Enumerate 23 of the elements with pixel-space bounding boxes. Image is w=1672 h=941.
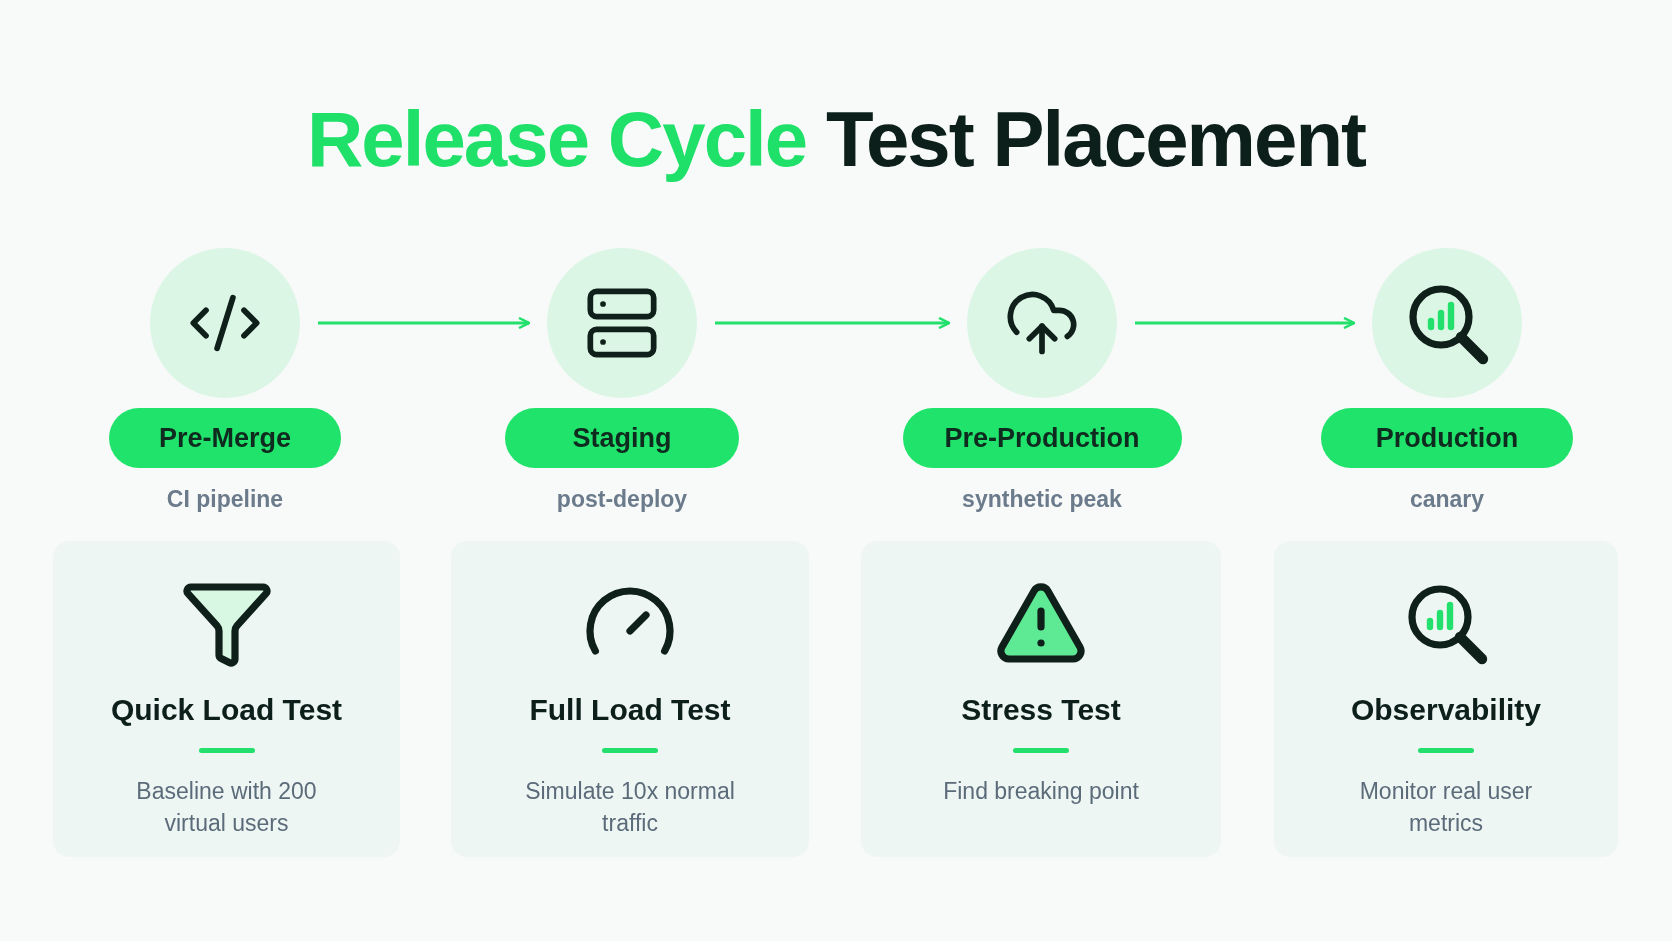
- stage-caption: canary: [1408, 485, 1486, 514]
- stage-pill: Production: [1321, 408, 1573, 468]
- stage-pill: Pre-Merge: [109, 408, 341, 468]
- test-card: [1274, 541, 1618, 857]
- stage-caption: synthetic peak: [961, 485, 1123, 514]
- arrow: [318, 316, 531, 330]
- test-card: [861, 541, 1221, 857]
- card-title: Quick Load Test: [110, 692, 343, 728]
- card-title: Full Load Test: [529, 692, 731, 728]
- test-card: [53, 541, 400, 857]
- card-title: Observability: [1350, 692, 1542, 728]
- card-description: Simulate 10x normal traffic: [524, 777, 736, 838]
- arrow: [715, 316, 951, 330]
- stage-pill: Pre-Production: [902, 408, 1182, 468]
- card-description: Baseline with 200 virtual users: [135, 777, 318, 838]
- stage-pill: Staging: [505, 408, 739, 468]
- card-title: Stress Test: [961, 692, 1121, 728]
- test-card: [451, 541, 809, 857]
- arrow: [1135, 316, 1356, 330]
- stage-caption: CI pipeline: [165, 485, 285, 514]
- card-description: Find breaking point: [942, 777, 1140, 806]
- stage-caption: post-deploy: [555, 485, 689, 514]
- card-description: Monitor real user metrics: [1358, 777, 1534, 838]
